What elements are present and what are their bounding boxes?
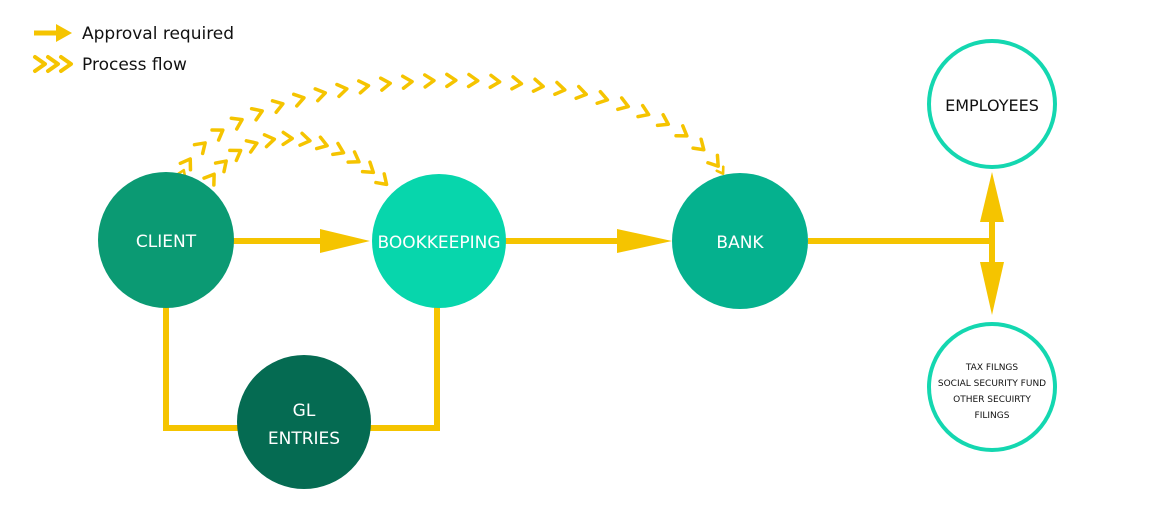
client-circle [98, 172, 234, 308]
filings-line3: OTHER SECUIRTY [953, 395, 1031, 405]
filings-line4: FILINGS [975, 411, 1010, 421]
process-flow-client-to-bank [183, 80, 722, 172]
approval-bank-to-employees-and-filings [808, 172, 1004, 315]
client-label: CLIENT [136, 232, 197, 252]
chevron-mark [346, 150, 361, 164]
process-flow-arc-bank [183, 80, 722, 172]
bookkeeping-label: BOOKKEEPING [377, 233, 500, 253]
employees-label: EMPLOYEES [945, 96, 1039, 115]
chevron-mark [636, 103, 651, 119]
legend: Approval required Process flow [33, 24, 234, 75]
chevron-mark [249, 106, 264, 122]
chevron-mark [374, 172, 389, 187]
chevron-mark [192, 141, 207, 156]
process-flow-icon [33, 55, 73, 73]
gl-label-line2: ENTRIES [268, 429, 340, 449]
node-gl-entries: GL ENTRIES [237, 355, 371, 489]
chevron-mark [706, 153, 720, 168]
chevron-mark [202, 172, 216, 187]
node-bookkeeping: BOOKKEEPING [372, 174, 506, 308]
chevron-mark [400, 74, 414, 90]
chevron-mark [423, 73, 436, 89]
chevron-mark [616, 96, 631, 112]
bank-label: BANK [716, 233, 764, 253]
chevron-mark [229, 116, 244, 131]
chevron-mark [488, 73, 502, 90]
chevron-mark [291, 92, 306, 108]
approval-client-to-bookkeeping [233, 229, 370, 253]
chevron-mark [313, 87, 328, 103]
approval-bookkeeping-to-bank [505, 229, 672, 253]
gl-entries-circle [237, 355, 371, 489]
chevron-mark [228, 148, 243, 163]
chevron-mark [378, 76, 392, 92]
legend-approval-required: Approval required [82, 24, 234, 44]
node-filings: TAX FILNGS SOCIAL SECURITY FUND OTHER SE… [927, 322, 1057, 452]
filings-line2: SOCIAL SECURITY FUND [938, 379, 1046, 389]
chevron-mark [674, 124, 689, 138]
chevron-mark [314, 135, 329, 151]
chevron-mark [244, 139, 259, 154]
chevron-mark [281, 130, 294, 147]
chevron-mark [691, 137, 706, 152]
chevron-mark [531, 77, 545, 93]
gl-label-line1: GL [293, 401, 316, 421]
chevron-mark [553, 80, 567, 97]
chevron-mark [331, 141, 346, 157]
filings-line1: TAX FILNGS [965, 363, 1019, 373]
process-flow-chevrons [178, 72, 720, 187]
chevron-mark [360, 160, 376, 175]
chevron-mark [466, 72, 480, 89]
approval-arrow-icon [34, 24, 72, 42]
chevron-mark [262, 133, 277, 149]
chevron-mark [270, 99, 285, 115]
employees-circle [927, 39, 1057, 169]
chevron-mark [574, 84, 588, 101]
chevron-mark [335, 82, 349, 99]
chevron-mark [210, 128, 225, 142]
chevron-mark [510, 75, 524, 91]
chevron-mark [445, 72, 458, 89]
chevron-mark [595, 89, 610, 105]
chevron-mark [213, 159, 228, 174]
legend-process-flow: Process flow [82, 55, 187, 75]
node-bank: BANK [672, 173, 808, 309]
node-employees: EMPLOYEES [927, 39, 1057, 169]
bank-circle [672, 173, 808, 309]
chevron-mark [655, 112, 671, 128]
chevron-mark [298, 131, 312, 147]
bookkeeping-circle [372, 174, 506, 308]
chevron-mark [357, 79, 371, 95]
filings-circle [927, 322, 1057, 452]
chevron-mark [178, 157, 193, 172]
node-client: CLIENT [98, 172, 234, 308]
